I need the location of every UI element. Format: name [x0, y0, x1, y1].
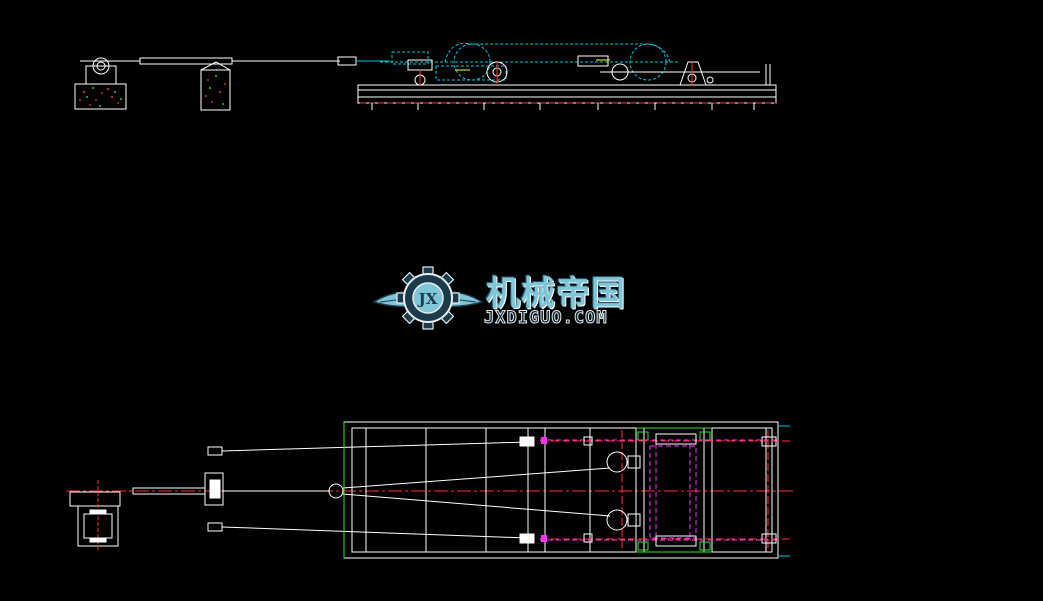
site-watermark: JX 机械帝国 JXDIGUO.COM [372, 262, 672, 334]
emblem-text: JX [417, 290, 438, 308]
gear-wings-icon: JX [372, 266, 484, 330]
red-centerlines-plan [540, 430, 790, 552]
hidden-vessel-outline [380, 42, 680, 81]
magenta-hidden-lines-plan [540, 439, 780, 541]
watermark-title: 机械帝国 [486, 274, 626, 314]
yellow-marks-elevation [455, 59, 610, 71]
elevation-view [74, 42, 777, 111]
winch-plan [69, 480, 121, 550]
magenta-pads-plan [541, 437, 547, 542]
cyan-ticks-plan [778, 425, 790, 557]
trolley-assembly-elevation [407, 55, 760, 86]
green-rails-plan [343, 422, 712, 558]
main-frame-elevation [357, 64, 777, 110]
pull-rod-plan [132, 441, 611, 539]
plan-view [66, 421, 795, 559]
anchor-blocks-plan [204, 446, 224, 532]
watermark-subtitle: JXDIGUO.COM [484, 308, 608, 329]
anchor-pier-elevation [200, 61, 231, 111]
winch-base-elevation [74, 57, 127, 110]
pull-cylinder-elevation [80, 56, 390, 66]
rollers-plan [519, 433, 777, 547]
main-frame-plan [343, 421, 779, 559]
